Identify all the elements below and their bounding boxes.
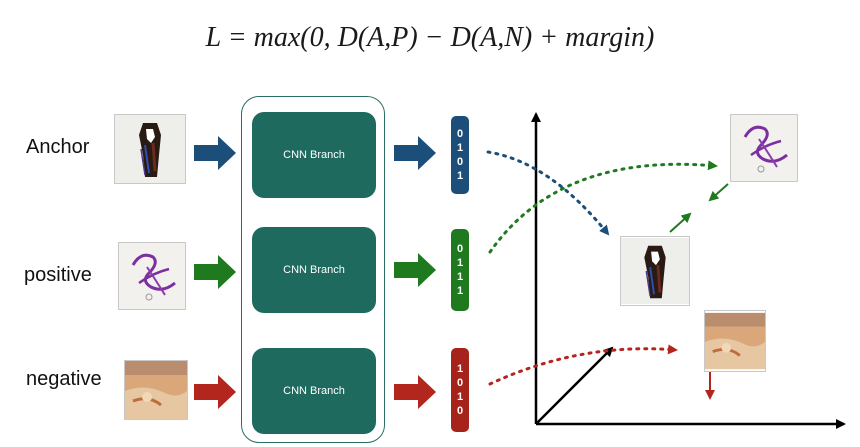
cnn-branch-negative: CNN Branch: [252, 348, 376, 434]
anchor-output-arrow: [394, 136, 436, 170]
code-digit: 1: [456, 285, 464, 297]
negative-embedding-code: 1 0 1 0: [451, 348, 469, 432]
cnn-branch-positive: CNN Branch: [252, 227, 376, 313]
shared-cnn-container: [241, 96, 385, 443]
negative-mapping-curve: [488, 344, 678, 386]
anchor-input-arrow: [194, 136, 236, 170]
positive-output-arrow: [394, 253, 436, 287]
positive-embedding-code: 0 1 1 1: [451, 229, 469, 311]
code-digit: 0: [456, 377, 464, 389]
positive-input-arrow: [194, 255, 236, 289]
code-digit: 1: [456, 363, 464, 375]
negative-label: negative: [26, 368, 102, 390]
anchor-pull-arrow: [669, 212, 692, 233]
negative-image: [124, 360, 188, 420]
anchor-embedded-image: [620, 236, 690, 306]
code-digit: 0: [456, 128, 464, 140]
anchor-mapping-curve: [486, 150, 610, 236]
code-digit: 1: [456, 257, 464, 269]
negative-embedded-image: [704, 310, 766, 372]
code-digit: 0: [456, 156, 464, 168]
anchor-image: [114, 114, 186, 184]
code-digit: 1: [456, 391, 464, 403]
loss-formula: L = max(0, D(A,P) − D(A,N) + margin): [205, 22, 655, 53]
cnn-branch-anchor: CNN Branch: [252, 112, 376, 198]
code-digit: 0: [456, 243, 464, 255]
positive-label: positive: [24, 264, 92, 286]
positive-embedded-image: [730, 114, 798, 182]
code-digit: 0: [456, 405, 464, 417]
positive-pull-arrow: [708, 183, 729, 202]
origin-vector: [535, 346, 614, 425]
code-digit: 1: [456, 170, 464, 182]
code-digit: 1: [456, 142, 464, 154]
code-digit: 1: [456, 271, 464, 283]
anchor-embedding-code: 0 1 0 1: [451, 116, 469, 194]
positive-image: [118, 242, 186, 310]
embedding-space: [486, 112, 846, 429]
anchor-label: Anchor: [26, 136, 90, 158]
negative-output-arrow: [394, 375, 436, 409]
positive-mapping-curve: [488, 160, 718, 254]
negative-input-arrow: [194, 375, 236, 409]
